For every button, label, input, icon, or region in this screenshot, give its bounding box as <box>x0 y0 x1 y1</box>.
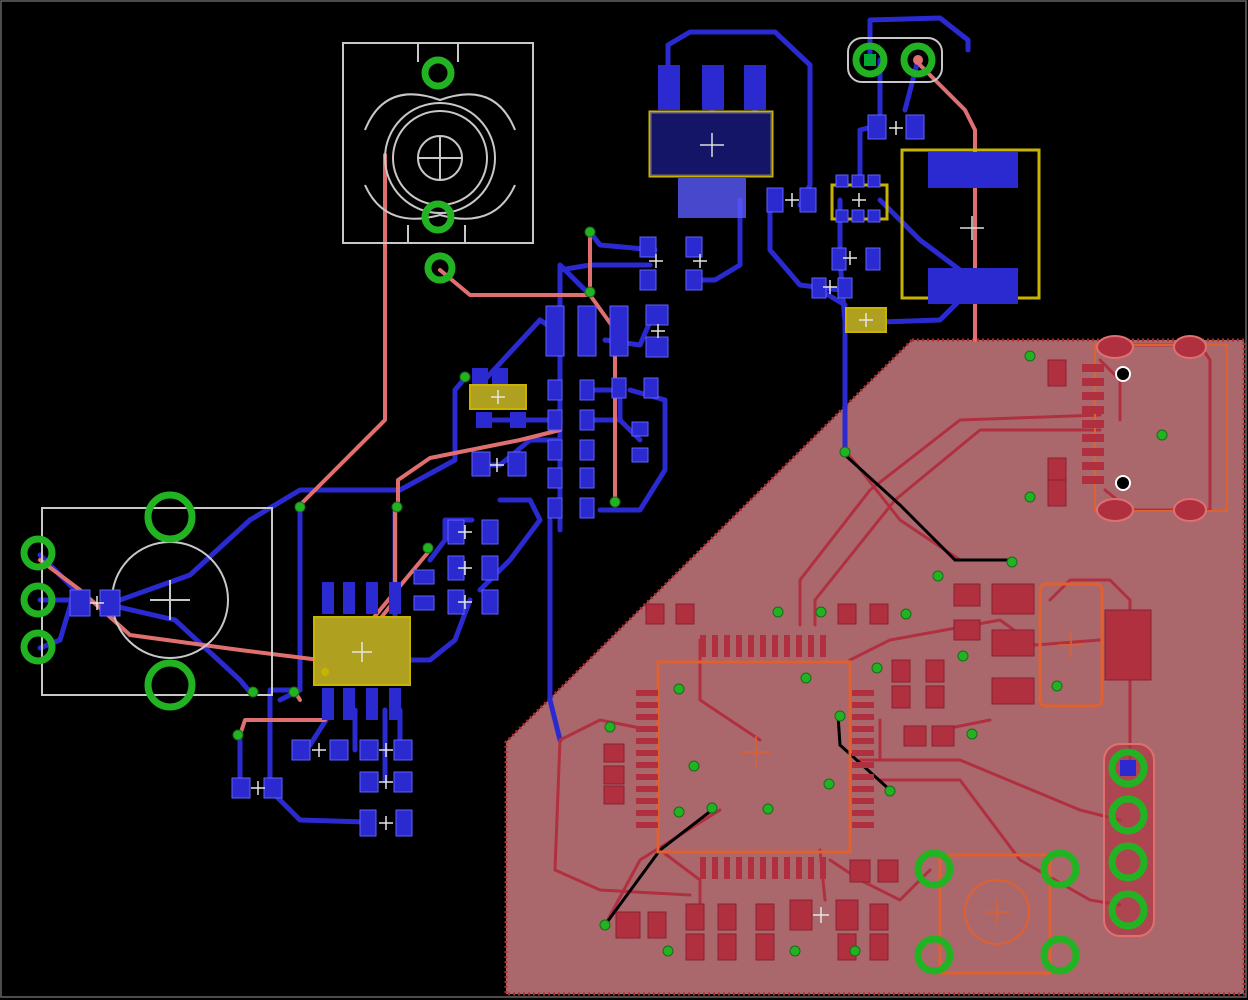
opamp-pad-top-2 <box>343 582 355 614</box>
regulator-tab <box>678 178 746 218</box>
capacitor-origin-icon <box>960 216 984 240</box>
regulator-component[interactable] <box>650 65 772 218</box>
mcu-pins-right <box>852 690 874 828</box>
power-connector[interactable] <box>847 37 943 83</box>
regulator-body <box>650 112 772 176</box>
mcu-outline <box>656 660 852 854</box>
usb-shield-pad-1 <box>1096 335 1134 359</box>
smd-passives-top[interactable] <box>603 359 1152 961</box>
origin-markers <box>90 121 903 923</box>
smd-passives-highlight[interactable] <box>469 307 887 428</box>
connector-outline <box>847 37 943 83</box>
usb-hole-2 <box>1115 475 1131 491</box>
header-pin1-square <box>1120 760 1136 776</box>
switch-origin-icon <box>985 900 1009 924</box>
opamp-pad-top-4 <box>389 582 401 614</box>
connector-pin-2-center <box>913 55 923 65</box>
crystal-origin-icon <box>1058 632 1084 658</box>
capacitor-pad-bottom <box>928 268 1018 304</box>
opamp-pad-top-3 <box>366 582 378 614</box>
usb-shield-pad-2 <box>1173 335 1207 359</box>
tactile-switch[interactable] <box>938 853 1052 975</box>
regulator-origin-icon <box>700 133 724 157</box>
regulator-pad-3 <box>744 65 766 110</box>
opamp-pad-bottom-4 <box>389 688 401 720</box>
regulator-pad-1 <box>658 65 680 110</box>
opamp-pin1-dot <box>321 668 329 676</box>
capacitor-pad-top <box>928 152 1018 188</box>
connector-pin-1-square <box>864 54 876 66</box>
mcu-component[interactable] <box>636 635 874 879</box>
vias <box>232 226 1168 957</box>
header-outline <box>1103 743 1155 937</box>
usb-shield-pad-4 <box>1173 498 1207 522</box>
opamp-pad-top-1 <box>322 582 334 614</box>
pin-header-4[interactable] <box>1103 743 1155 937</box>
switch-actuator <box>964 879 1030 945</box>
usb-shield-pad-3 <box>1096 498 1134 522</box>
opamp-pad-bottom-1 <box>322 688 334 720</box>
mcu-pins-top <box>700 635 826 657</box>
smd-passives-bottom[interactable] <box>69 114 925 837</box>
usb-hole-1 <box>1115 366 1131 382</box>
crystal-outline <box>1038 582 1104 708</box>
connector-pin-2 <box>900 42 936 78</box>
opamp-pad-bottom-3 <box>366 688 378 720</box>
opamp-pad-bottom-2 <box>343 688 355 720</box>
connector-pin-1 <box>852 42 888 78</box>
switch-outline <box>938 853 1052 975</box>
mcu-pins-left <box>636 690 658 828</box>
regulator-pad-2 <box>702 65 724 110</box>
mcu-pins-bottom <box>700 857 826 879</box>
crystal-component[interactable] <box>1038 582 1104 708</box>
mcu-origin-icon <box>740 736 772 768</box>
capacitor-component[interactable] <box>928 152 1018 304</box>
usb-connector[interactable] <box>1082 335 1228 522</box>
through-hole-pads <box>20 56 1148 975</box>
usb-signal-pads <box>1082 364 1104 484</box>
